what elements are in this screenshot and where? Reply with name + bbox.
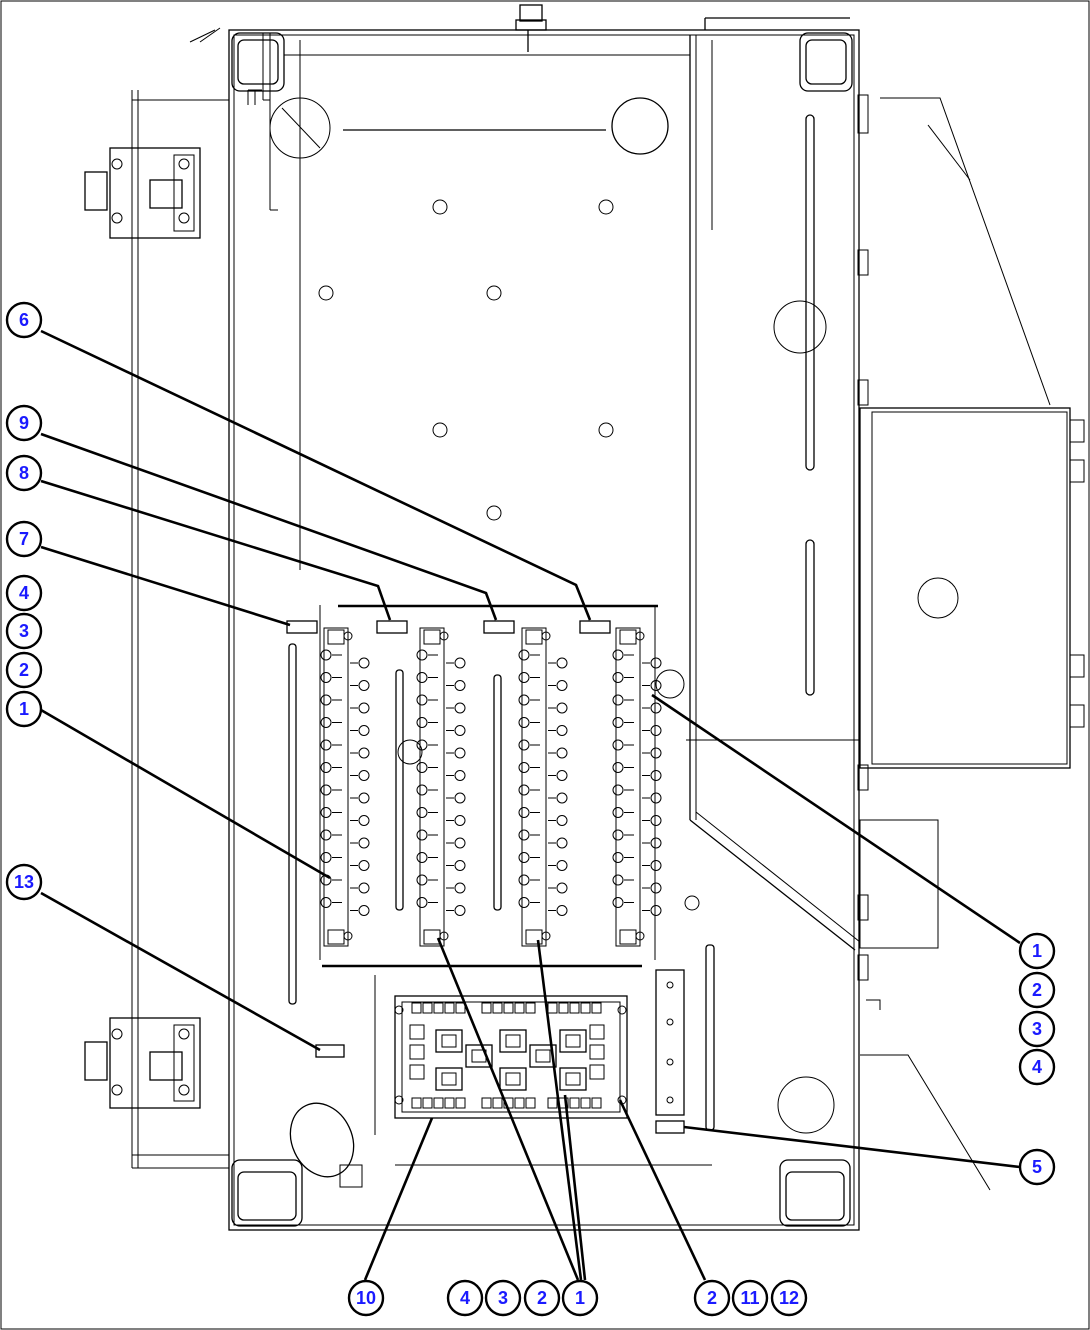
callout-10: 10 bbox=[347, 1279, 385, 1317]
callout-7: 7 bbox=[5, 520, 43, 558]
callout-ring bbox=[5, 690, 43, 728]
callout-ring bbox=[5, 301, 43, 339]
callout-6: 6 bbox=[5, 301, 43, 339]
callout-1: 1 bbox=[5, 690, 43, 728]
callout-5: 5 bbox=[1018, 1148, 1056, 1186]
callout-12: 12 bbox=[770, 1279, 808, 1317]
callout-ring bbox=[347, 1279, 385, 1317]
callout-label: 2 bbox=[707, 1288, 717, 1308]
callout-ring bbox=[5, 454, 43, 492]
callout-ring bbox=[1018, 1010, 1056, 1048]
callout-ring bbox=[5, 612, 43, 650]
left-rail bbox=[84, 90, 229, 1169]
terminal-area bbox=[286, 604, 700, 1134]
callout-ring bbox=[5, 863, 43, 901]
callout-4: 4 bbox=[5, 574, 43, 612]
callout-4: 4 bbox=[1018, 1048, 1056, 1086]
callout-ring bbox=[1018, 1048, 1056, 1086]
callout-label: 2 bbox=[1032, 980, 1042, 1000]
callout-label: 7 bbox=[19, 529, 29, 549]
callout-label: 13 bbox=[14, 872, 34, 892]
callout-ring bbox=[1018, 932, 1056, 970]
callout-label: 2 bbox=[537, 1288, 547, 1308]
callout-ring bbox=[5, 651, 43, 689]
callout-4: 4 bbox=[446, 1279, 484, 1317]
callout-ring bbox=[561, 1279, 599, 1317]
callout-label: 2 bbox=[19, 660, 29, 680]
callout-label: 8 bbox=[19, 463, 29, 483]
callout-label: 4 bbox=[1032, 1057, 1042, 1077]
callout-ring bbox=[731, 1279, 769, 1317]
callout-ring bbox=[5, 574, 43, 612]
callout-13: 13 bbox=[5, 863, 43, 901]
callout-ring bbox=[523, 1279, 561, 1317]
side-box bbox=[859, 97, 1085, 1191]
right-door-panel bbox=[686, 35, 959, 981]
callout-label: 9 bbox=[19, 413, 29, 433]
callout-label: 1 bbox=[1032, 941, 1042, 961]
enclosure bbox=[189, 4, 860, 1231]
callout-ring bbox=[5, 520, 43, 558]
callout-ring bbox=[484, 1279, 522, 1317]
callout-label: 1 bbox=[575, 1288, 585, 1308]
callout-label: 12 bbox=[779, 1288, 799, 1308]
callout-ring bbox=[693, 1279, 731, 1317]
callout-ring bbox=[770, 1279, 808, 1317]
callout-1: 1 bbox=[561, 1279, 599, 1317]
callout-9: 9 bbox=[5, 404, 43, 442]
callout-2: 2 bbox=[5, 651, 43, 689]
callout-3: 3 bbox=[1018, 1010, 1056, 1048]
callout-label: 5 bbox=[1032, 1157, 1042, 1177]
callout-label: 4 bbox=[460, 1288, 470, 1308]
terminal-strips bbox=[320, 627, 662, 947]
callout-label: 11 bbox=[740, 1288, 759, 1308]
callout-2: 2 bbox=[523, 1279, 561, 1317]
callout-3: 3 bbox=[484, 1279, 522, 1317]
callout-label: 1 bbox=[19, 699, 29, 719]
leader-lines bbox=[40, 329, 1021, 1281]
callout-label: 6 bbox=[19, 310, 29, 330]
callout-label: 3 bbox=[1032, 1019, 1042, 1039]
callout-ring bbox=[1018, 971, 1056, 1009]
relay-detail bbox=[409, 1002, 605, 1109]
callout-3: 3 bbox=[5, 612, 43, 650]
callout-2: 2 bbox=[1018, 971, 1056, 1009]
callout-8: 8 bbox=[5, 454, 43, 492]
callout-label: 4 bbox=[19, 583, 29, 603]
callout-1: 1 bbox=[1018, 932, 1056, 970]
callout-ring bbox=[446, 1279, 484, 1317]
callout-label: 3 bbox=[19, 621, 29, 641]
callout-11: 11 bbox=[731, 1279, 769, 1317]
callout-ring bbox=[1018, 1148, 1056, 1186]
callout-ring bbox=[5, 404, 43, 442]
callout-2: 2 bbox=[693, 1279, 731, 1317]
diode-bar bbox=[289, 944, 835, 1188]
callout-label: 3 bbox=[498, 1288, 508, 1308]
callout-label: 10 bbox=[356, 1288, 376, 1308]
